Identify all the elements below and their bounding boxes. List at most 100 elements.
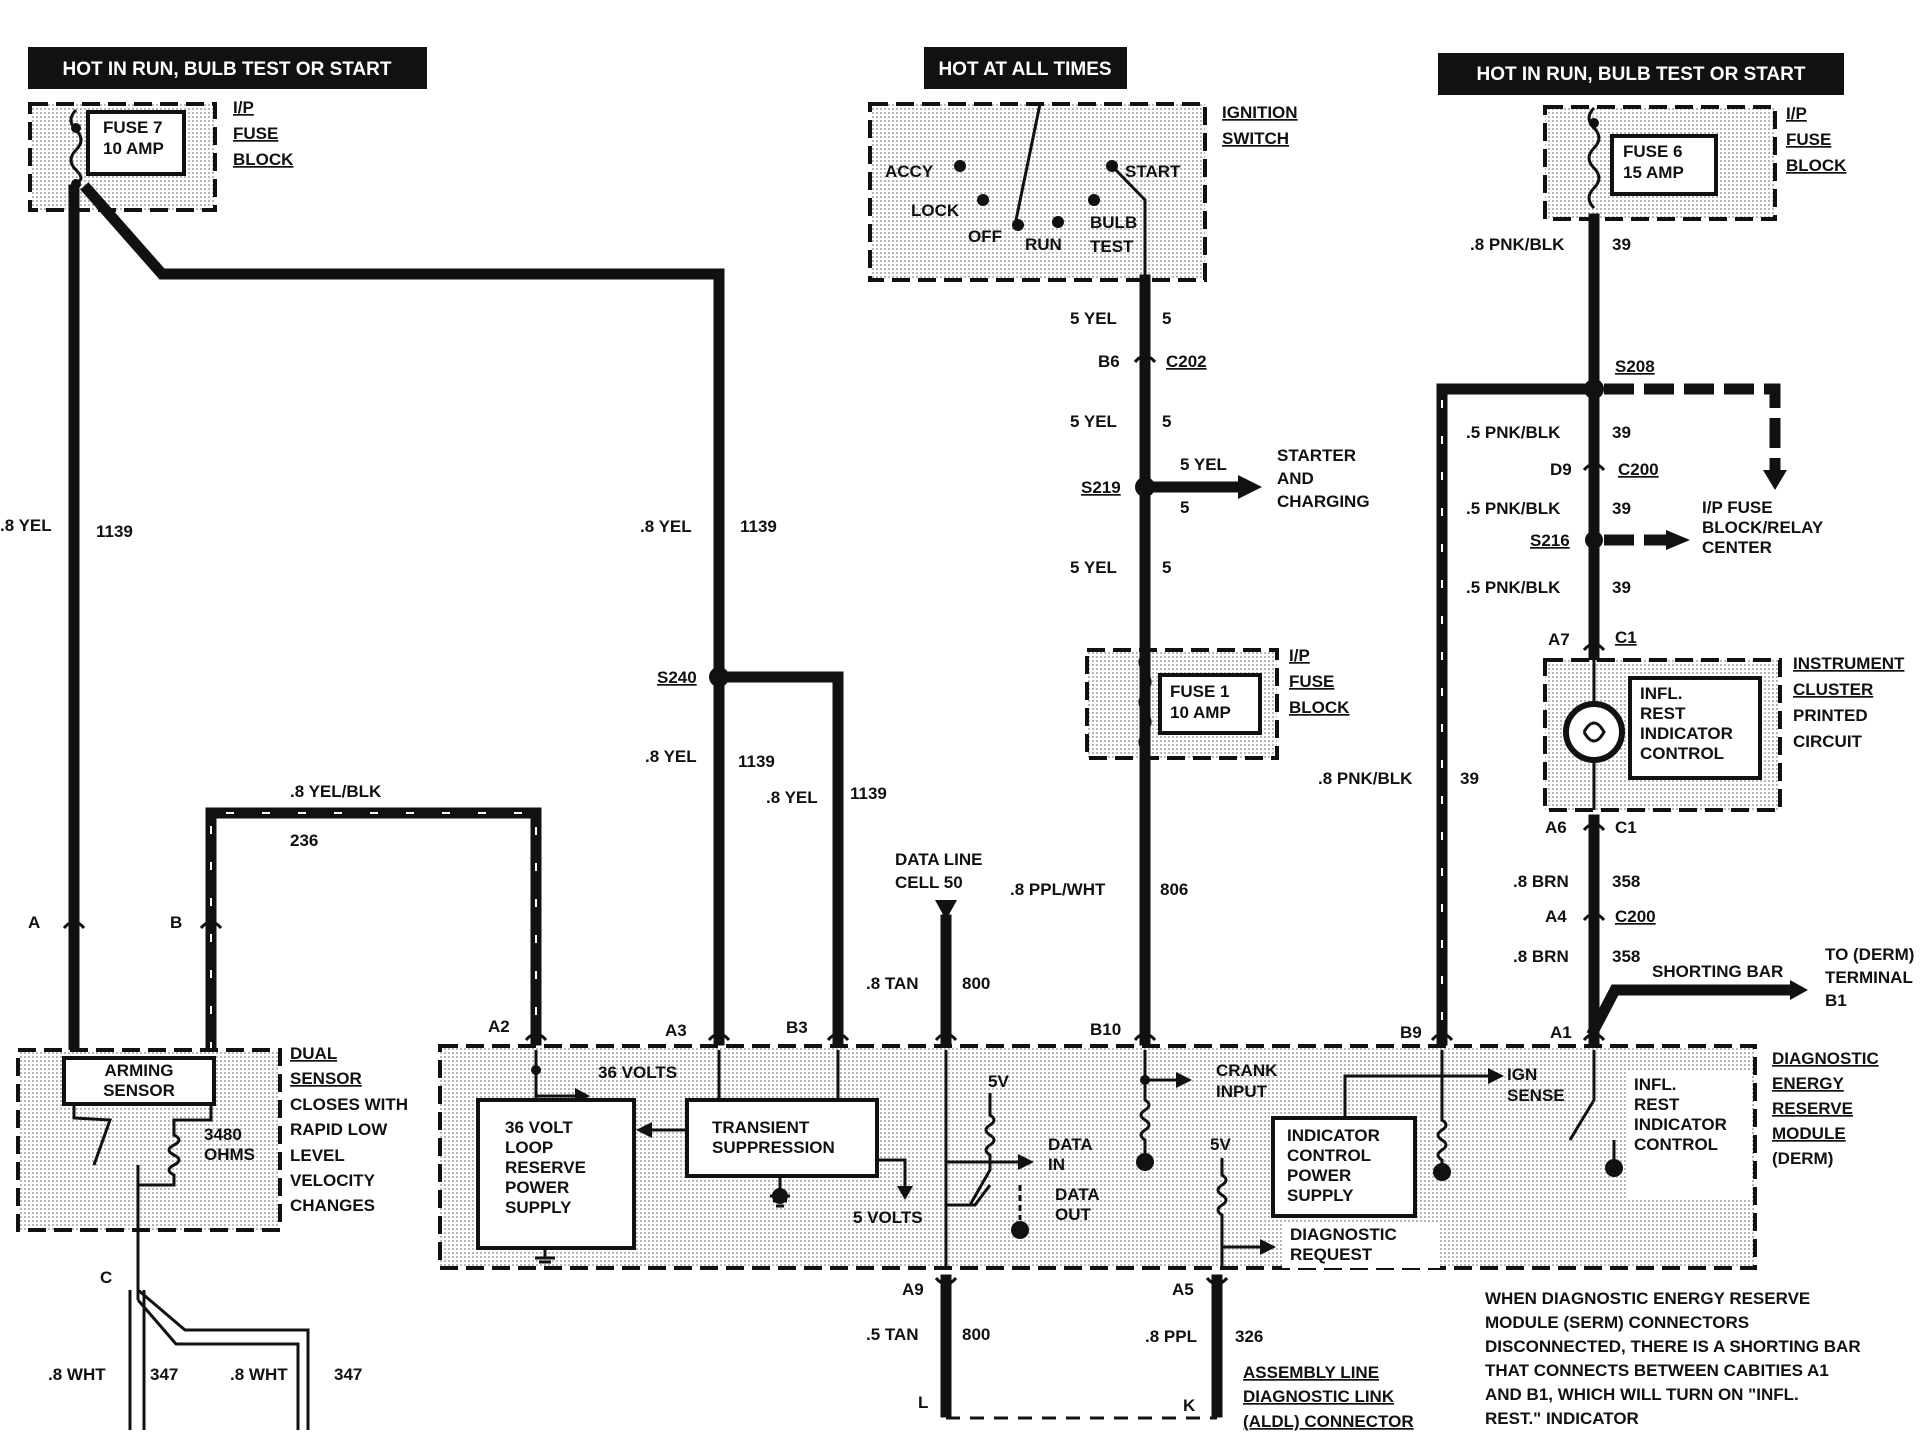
ign-ground-icon [1433,1163,1451,1181]
derm-5-volts: 5 VOLTS [853,1208,923,1227]
wire-w9: 5 YEL [1070,558,1117,577]
wire-c7: 5 [1162,412,1171,431]
cluster-inner-l1: INFL. [1640,684,1683,703]
fuse6-block-l3: BLOCK [1786,156,1847,175]
wire-w18: .8 PNK/BLK [1318,769,1413,788]
note-l2: MODULE (SERM) CONNECTORS [1485,1313,1749,1332]
fuse7-block-l3: BLOCK [233,150,294,169]
wire-w2: .8 YEL [640,517,692,536]
shorting-bar-wire [1586,984,1796,1038]
dest-dataline-l2: CELL 50 [895,873,963,892]
derm-5v-a: 5V [988,1072,1009,1091]
conn-d9: D9 [1550,460,1572,479]
wire-c14: 39 [1612,235,1631,254]
aldl-l1: ASSEMBLY LINE [1243,1363,1379,1382]
conn-a5: A5 [1172,1280,1194,1299]
note-l1: WHEN DIAGNOSTIC ENERGY RESERVE [1485,1289,1810,1308]
ignition-lever [1013,103,1042,226]
note-l3: DISCONNECTED, THERE IS A SHORTING BAR [1485,1337,1861,1356]
derm-title-l2: ENERGY [1772,1074,1844,1093]
derm-36-volts: 36 VOLTS [598,1063,677,1082]
wire-w10: .8 PPL/WHT [1010,880,1106,899]
splice-s240-label: S240 [657,668,697,687]
conn-k: K [1183,1396,1196,1415]
derm-5v-b: 5V [1210,1135,1231,1154]
ignition-title-l2: SWITCH [1222,129,1289,148]
wire-w3: .8 YEL [645,747,697,766]
fuse7-element-icon [69,108,83,184]
wire-c12: 800 [962,1325,990,1344]
header-left-bar [28,47,427,89]
arming-sensor-box [62,1056,216,1106]
cluster-title-l3: PRINTED [1793,706,1868,725]
ign-run: RUN [1025,235,1062,254]
wire-w22: .8 WHT [230,1365,288,1384]
ignition-title-l1: IGNITION [1222,103,1298,122]
wire-w12: .5 TAN [866,1325,919,1344]
cluster-inner-l3: INDICATOR [1640,724,1733,743]
splice-s216-label: S216 [1530,531,1570,550]
derm-diag-l2: REQUEST [1290,1245,1373,1264]
sensor-title-l1: DUAL [290,1044,337,1063]
derm-infl-l4: CONTROL [1634,1135,1718,1154]
conn-a6: A6 [1545,818,1567,837]
arrow-relay-icon [1763,470,1787,490]
dest-derm-l1: TO (DERM) [1825,945,1914,964]
derm-transient-l2: SUPPRESSION [712,1138,835,1157]
wire-w5: .8 YEL/BLK [290,782,382,801]
sensor-ohms-l2: OHMS [204,1145,255,1164]
header-center-bar [924,47,1127,89]
conn-a2: A2 [488,1017,510,1036]
dest-starter-l3: CHARGING [1277,492,1370,511]
sensor-desc-l4: VELOCITY [290,1171,376,1190]
derm-box [438,1044,1757,1270]
derm-data-in-l1: DATA [1048,1135,1093,1154]
derm-transient-l1: TRANSIENT [712,1118,810,1137]
wire-w13: .8 PPL [1145,1327,1197,1346]
wire-39-b9 [1436,383,1590,1046]
conn-a3: A3 [665,1021,687,1040]
note-l4: THAT CONNECTS BETWEEN CABITIES A1 [1485,1361,1829,1380]
note-l6: REST." INDICATOR [1485,1409,1639,1428]
fuse7-block-l2: FUSE [233,124,278,143]
wire-1139-right [80,182,725,1046]
header-right-bar [1438,53,1844,95]
derm-title-l5: (DERM) [1772,1149,1833,1168]
derm-loop-l2: LOOP [505,1138,553,1157]
aldl-l3: (ALDL) CONNECTOR [1243,1412,1414,1431]
wire-w6: 5 YEL [1070,309,1117,328]
fuse7-amp: 10 AMP [103,139,164,158]
infl-ground-icon [1605,1159,1623,1177]
dest-relay-l1: I/P FUSE [1702,498,1773,517]
cluster-inner-l4: CONTROL [1640,744,1724,763]
fuse6-amp: 15 AMP [1623,163,1684,182]
wire-c1: 1139 [96,522,133,541]
dest-starter-l1: STARTER [1277,446,1356,465]
data-line-arrow-icon [935,900,957,920]
wire-w15: .5 PNK/BLK [1466,423,1561,442]
wire-w16: .5 PNK/BLK [1466,499,1561,518]
conn-a9: A9 [902,1280,924,1299]
wire-c9: 5 [1162,558,1171,577]
conn-b10: B10 [1090,1020,1121,1039]
crank-ground-icon [1136,1153,1154,1171]
derm-ind-l2: CONTROL [1287,1146,1371,1165]
dest-derm-l3: B1 [1825,991,1847,1010]
ignition-switch-box [868,102,1207,282]
wire-w17: .5 PNK/BLK [1466,578,1561,597]
fuse7-label-bg [86,110,186,176]
wire-c16: 39 [1612,499,1631,518]
cluster-title-l1: INSTRUMENT [1793,654,1905,673]
ign-test: TEST [1090,237,1134,256]
conn-a: A [28,913,40,932]
conn-c1a: C1 [1615,628,1637,647]
ign-lock: LOCK [911,201,960,220]
wire-c11: 800 [962,974,990,993]
wire-c21: 347 [150,1365,178,1384]
derm-data-out-l1: DATA [1055,1185,1100,1204]
wire-c6: 5 [1162,309,1171,328]
splice-s208-label: S208 [1615,357,1655,376]
wire-c18: 39 [1460,769,1479,788]
derm-loop-l1: 36 VOLT [505,1118,573,1137]
